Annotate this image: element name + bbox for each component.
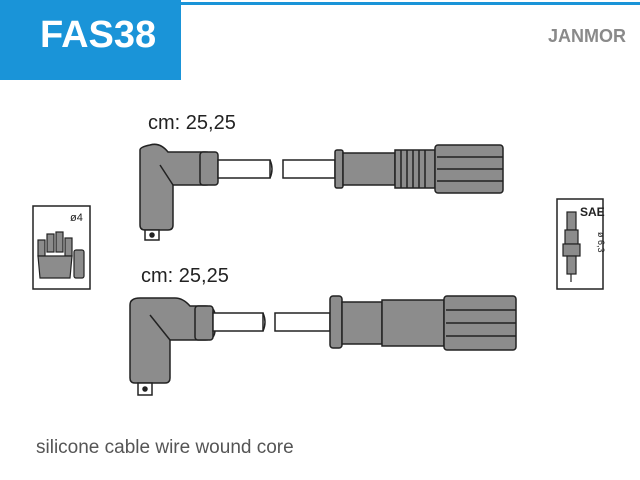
- cable-2-boot-left: [129, 297, 216, 396]
- product-description: silicone cable wire wound core: [36, 437, 294, 458]
- header-rule: [181, 2, 640, 5]
- spark-plug-diameter-label: ø 6,3: [596, 232, 606, 253]
- part-number: FAS38: [40, 14, 157, 56]
- distributor-label: ø4: [70, 212, 83, 224]
- cable-1-length-label: cm: 25,25: [148, 112, 236, 134]
- cable-2-length-label: cm: 25,25: [141, 265, 229, 287]
- cable-2: [129, 295, 517, 396]
- distributor-cap-icon: [32, 205, 91, 290]
- cable-2-wire-left: [212, 312, 264, 332]
- cable-1-boot-left: [139, 143, 219, 241]
- spark-plug-sae-label: SAE: [580, 205, 605, 219]
- cable-1-boot-right: [334, 144, 504, 194]
- cable-1: [139, 143, 504, 241]
- spark-plug-icon: [556, 198, 604, 290]
- cable-1-wire-right: [282, 159, 336, 179]
- cable-2-wire-right: [274, 312, 331, 332]
- cable-2-boot-right: [329, 295, 517, 351]
- title-banner: FAS38: [0, 0, 181, 80]
- brand-name: JANMOR: [547, 26, 626, 46]
- cable-1-wire-left: [217, 159, 271, 179]
